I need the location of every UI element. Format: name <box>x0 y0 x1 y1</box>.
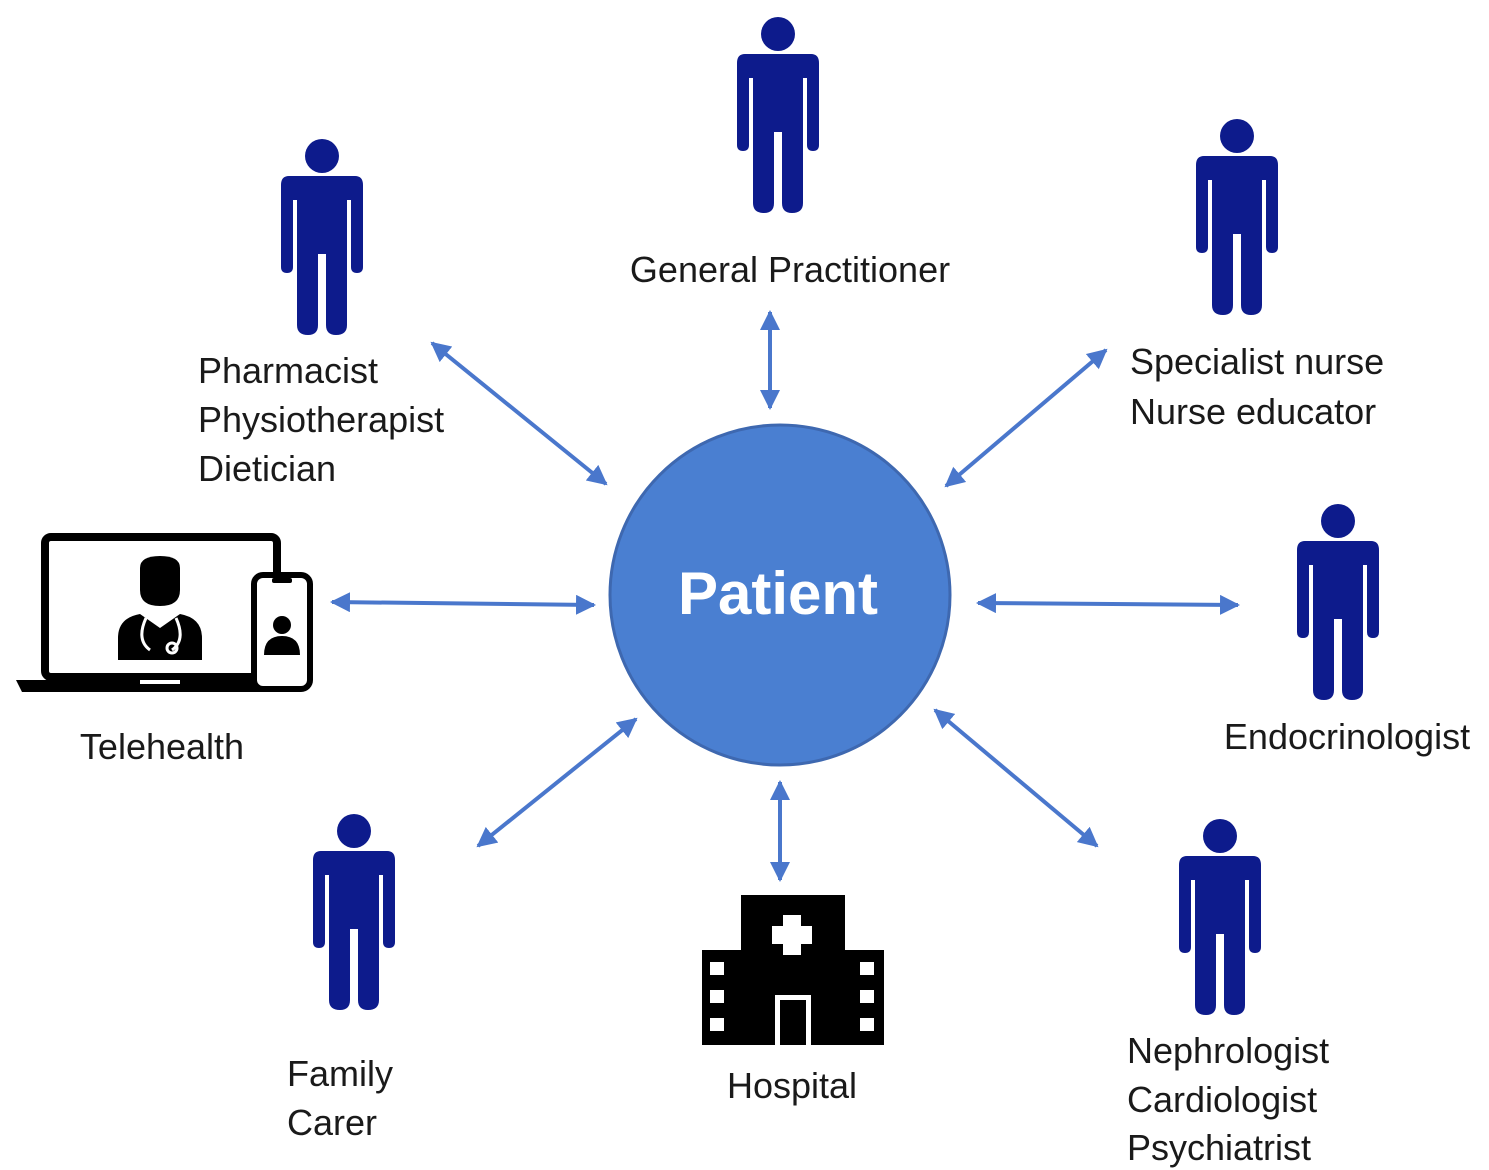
person-icon <box>313 814 395 1010</box>
node-label-family: Family <box>287 1053 393 1094</box>
node-label-carer: Carer <box>287 1102 377 1143</box>
connector-family <box>476 717 638 848</box>
person-icon <box>737 17 819 213</box>
node-nephrologist: Nephrologist Cardiologist Psychiatrist <box>1127 819 1329 1168</box>
patient-circle <box>608 423 952 767</box>
node-label-hospital: Hospital <box>727 1065 857 1106</box>
node-pharmacist: Pharmacist Physiotherapist Dietician <box>198 139 444 489</box>
node-label-general-practitioner: General Practitioner <box>630 249 950 290</box>
node-telehealth: Telehealth <box>16 533 313 767</box>
node-label-endocrinologist: Endocrinologist <box>1224 716 1470 757</box>
connector-specialist-nurse <box>944 348 1108 488</box>
node-label-cardiologist: Cardiologist <box>1127 1079 1317 1120</box>
node-label-physiotherapist: Physiotherapist <box>198 399 444 440</box>
patient-label: Patient <box>678 560 878 627</box>
node-label-pharmacist: Pharmacist <box>198 350 378 391</box>
person-icon <box>1196 119 1278 315</box>
node-family: Family Carer <box>287 814 395 1143</box>
person-icon <box>1297 504 1379 700</box>
node-label-nurse-educator: Nurse educator <box>1130 391 1376 432</box>
node-label-psychiatrist: Psychiatrist <box>1127 1127 1311 1168</box>
node-label-dietician: Dietician <box>198 448 336 489</box>
node-label-telehealth: Telehealth <box>80 726 244 767</box>
connector-pharmacist <box>430 341 608 486</box>
hospital-icon <box>702 895 884 1045</box>
node-specialist-nurse: Specialist nurse Nurse educator <box>1130 119 1384 432</box>
node-general-practitioner: General Practitioner <box>630 17 950 290</box>
node-hospital: Hospital <box>702 895 884 1106</box>
connector-telehealth <box>330 592 596 615</box>
connector-endocrinologist <box>976 593 1240 615</box>
telehealth-icon <box>16 533 313 692</box>
node-label-specialist-nurse: Specialist nurse <box>1130 341 1384 382</box>
node-endocrinologist: Endocrinologist <box>1224 504 1470 757</box>
connector-nephrologist <box>933 708 1099 848</box>
person-icon <box>1179 819 1261 1015</box>
connectors <box>330 310 1240 882</box>
patient-node: Patient <box>608 423 952 767</box>
person-icon <box>281 139 363 335</box>
node-label-nephrologist: Nephrologist <box>1127 1030 1329 1071</box>
